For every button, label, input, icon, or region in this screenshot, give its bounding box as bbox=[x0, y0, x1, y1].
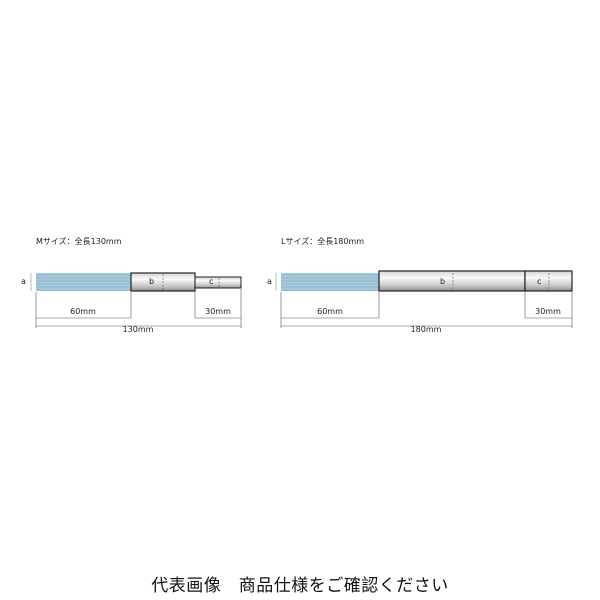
l-size-drawing bbox=[275, 270, 573, 328]
m-label-c: c bbox=[209, 277, 214, 286]
l-dim-bristle: 60mm bbox=[317, 307, 343, 316]
l-label-b: b bbox=[440, 277, 446, 286]
l-bristle-section bbox=[281, 273, 379, 291]
l-dim-total: 180mm bbox=[410, 325, 442, 334]
l-dim-tip: 30mm bbox=[535, 307, 561, 316]
l-label-a: a bbox=[267, 277, 272, 286]
l-tip-c bbox=[524, 270, 573, 292]
m-tip-c bbox=[194, 276, 242, 289]
l-size-title: Lサイズ：全長180mm bbox=[281, 237, 365, 246]
m-label-a: a bbox=[21, 277, 26, 286]
l-label-c: c bbox=[537, 277, 542, 286]
m-dim-total: 130mm bbox=[122, 325, 154, 334]
m-dim-tip: 30mm bbox=[205, 307, 231, 316]
m-dim-bristle: 60mm bbox=[70, 307, 96, 316]
l-shaft-b bbox=[378, 270, 526, 292]
m-size-title: Mサイズ：全長130mm bbox=[36, 237, 122, 246]
l-dimension-lines bbox=[280, 292, 573, 328]
m-label-b: b bbox=[149, 277, 155, 286]
representative-image-caption: 代表画像 商品仕様をご確認ください bbox=[151, 576, 449, 596]
m-size-drawing bbox=[30, 272, 242, 328]
m-dimension-lines bbox=[35, 289, 242, 328]
m-bristle-section bbox=[36, 273, 131, 291]
